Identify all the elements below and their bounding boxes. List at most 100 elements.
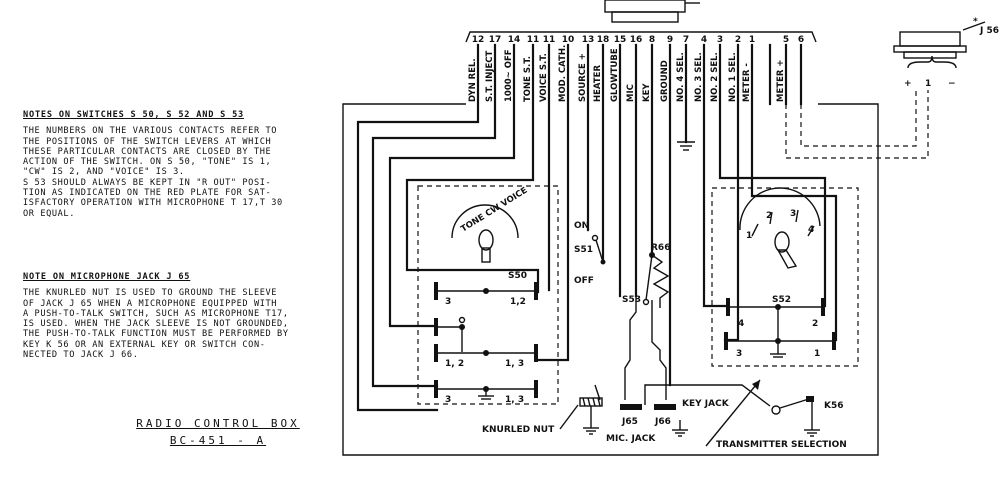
s50-contact-3b: 3 [445, 395, 451, 405]
notes-mic-body: THE KNURLED NUT IS USED TO GROUND THE SL… [23, 288, 289, 361]
terminal-pin-number: 2 [735, 35, 741, 45]
knurled-nut-label: KNURLED NUT [482, 425, 555, 435]
notes-mic-heading: NOTE ON MICROPHONE JACK J 65 [23, 272, 191, 282]
k56-key: K56 [670, 384, 844, 437]
terminal-label: NO. 2 SEL. [710, 52, 720, 102]
s50-contact-13a: 1, 3 [505, 359, 524, 369]
terminal-pin-number: 8 [649, 35, 655, 45]
r66-label: R66 [651, 243, 670, 253]
terminal-pin-number: 14 [508, 35, 521, 45]
terminal-15: 3NO. 2 SEL. [710, 35, 723, 102]
j65-label: J65 [621, 417, 638, 427]
terminal-wires [356, 43, 838, 412]
terminal-label: METER + [776, 60, 786, 103]
j56-plus: + [904, 79, 912, 89]
terminal-label: NO. 3 SEL. [694, 52, 704, 102]
j66-jack-icon [654, 404, 676, 410]
s50-dial-label: TONE CW VOICE [459, 186, 529, 235]
transmitter-selection-label: TRANSMITTER SELECTION [716, 440, 847, 450]
s52-dial-1: 1 [746, 231, 752, 241]
terminal-strip [465, 31, 817, 43]
terminal-pin-number: 15 [614, 35, 627, 45]
title-block: RADIO CONTROL BOX BC-451 - A [128, 417, 308, 447]
s50-switch: TONE CW VOICE S50 3 1,2 1, 2 1, 3 [417, 185, 559, 405]
notes-switches-body: THE NUMBERS ON THE VARIOUS CONTACTS REFE… [23, 126, 283, 219]
meter-leads [785, 90, 929, 159]
terminal-pin-number: 13 [582, 35, 595, 45]
ground-symbol-icon [677, 141, 695, 151]
terminal-label: DYN REL. [468, 58, 478, 102]
terminal-pin-number: 18 [597, 35, 610, 45]
terminal-13: 7NO. 4 SEL. [676, 35, 689, 102]
j56-minus: − [948, 79, 956, 89]
terminal-label: NO. 4 SEL. [676, 52, 686, 102]
terminal-14: 4NO. 3 SEL. [694, 35, 707, 102]
s50-label: S50 [508, 271, 527, 281]
terminal-pin-number: 7 [683, 35, 689, 45]
terminal-2: 17S.T. INJECT [485, 35, 501, 102]
terminal-pin-number: 3 [717, 35, 723, 45]
s50-enclosure [417, 185, 559, 405]
terminal-pin-number: 5 [783, 35, 789, 45]
diagram-model: BC-451 - A [169, 434, 267, 447]
s52-contact-2: 2 [812, 319, 818, 329]
terminal-label: KEY [642, 83, 652, 102]
terminal-pin-number: 10 [562, 35, 575, 45]
s52-contact-4: 4 [738, 319, 744, 329]
j56-label: J 56 [979, 26, 999, 36]
s52-contact-3: 3 [736, 349, 742, 359]
terminal-label: METER - [742, 63, 752, 102]
s52-label: S52 [772, 295, 791, 305]
terminal-pin-number: 11 [543, 35, 556, 45]
s50-contact-13b: 1, 3 [505, 395, 524, 405]
terminal-19: 6 [798, 35, 804, 45]
jack-assembly: J65 J66 KEY JACK MIC. JACK [606, 296, 730, 444]
j66-label: J66 [654, 417, 671, 427]
terminal-label: MIC [626, 84, 636, 102]
connector-plug-icon [604, 0, 700, 23]
s52-dial-3: 3 [790, 209, 796, 219]
r66-resistor: R66 [649, 243, 670, 308]
mic-jack-label: MIC. JACK [606, 434, 656, 444]
s51-label: S51 [574, 245, 593, 255]
s52-lever-icon [774, 231, 798, 269]
s51-on-label: ON [574, 221, 589, 231]
control-box-outline [342, 103, 879, 456]
terminal-pin-number: 6 [798, 35, 804, 45]
terminal-pin-number: 16 [630, 35, 643, 45]
terminal-pin-number: 9 [667, 35, 673, 45]
s53-switch: S53 [622, 254, 653, 306]
terminal-label: MOD. CATH. [558, 45, 568, 102]
terminal-label: NO. 1 SEL. [728, 52, 738, 102]
notes-switches-block: NOTES ON SWITCHES S 50, S 52 AND S 53 TH… [23, 110, 283, 219]
s50-contact-3a: 3 [445, 297, 451, 307]
terminal-label: TONE S.T. [523, 56, 533, 102]
key-jack-label: KEY JACK [682, 399, 730, 409]
s53-label: S53 [622, 295, 641, 305]
j56-one: 1 [925, 79, 931, 89]
terminal-label: HEATER [593, 65, 603, 102]
diagram-title: RADIO CONTROL BOX [136, 417, 300, 430]
j56-star: * [973, 17, 978, 27]
terminal-label: SOURCE + [578, 53, 588, 102]
terminal-16: 2NO. 1 SEL. [728, 35, 741, 102]
s50-lever-icon [478, 229, 494, 263]
s51-switch: ON S51 OFF [574, 221, 606, 286]
s50-contact-12a: 1,2 [510, 297, 526, 307]
terminal-pin-number: 1 [749, 35, 755, 45]
